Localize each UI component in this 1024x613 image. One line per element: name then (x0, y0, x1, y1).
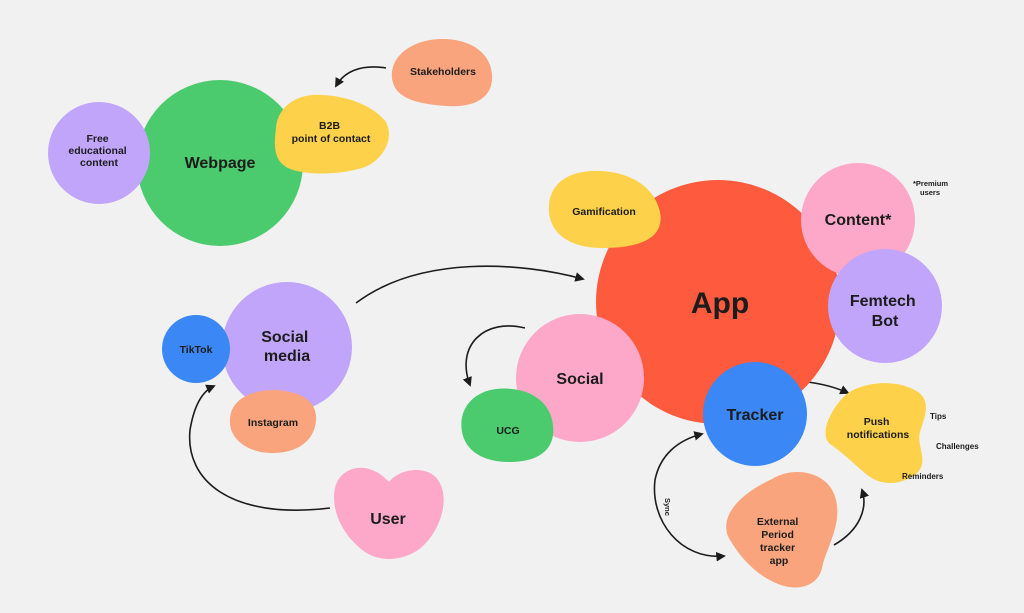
sync-label: Sync (663, 498, 672, 516)
arrow-user-to-social-media (188, 384, 331, 511)
free-content-node (48, 102, 150, 204)
social-media-node (222, 282, 352, 412)
ucg-node (461, 388, 554, 462)
arrow-app-to-push (807, 381, 850, 395)
app-title: App (691, 287, 749, 320)
stakeholders-node (391, 38, 493, 107)
external-tracker-label: External Period tracker app (757, 516, 801, 567)
push-item-challenges: Challenges (936, 442, 979, 451)
arrow-social-to-ucg (462, 325, 526, 387)
instagram-label: Instagram (248, 417, 298, 429)
push-item-tips: Tips (930, 412, 947, 421)
femtech-bot-label: Femtech Bot (850, 293, 920, 330)
push-item-reminders: Reminders (902, 472, 944, 481)
external-tracker-node (726, 472, 838, 588)
arrow-social-media-to-app (355, 265, 585, 304)
content-node (801, 163, 915, 277)
b2b-node (274, 94, 389, 174)
webpage-title: Webpage (185, 155, 256, 172)
user-node (334, 467, 444, 559)
free-content-label: Free educational content (68, 133, 129, 169)
premium-note: *Premium users (913, 179, 950, 197)
tracker-node (703, 362, 807, 466)
user-label: User (370, 511, 406, 528)
gamification-label: Gamification (572, 206, 636, 218)
b2b-label: B2B point of contact (292, 120, 371, 145)
tiktok-node (162, 315, 230, 383)
webpage-node (137, 80, 303, 246)
social-media-title: Social media (261, 329, 313, 365)
tracker-label: Tracker (727, 407, 784, 424)
instagram-node (229, 390, 317, 454)
social-label: Social (556, 371, 603, 388)
content-label: Content* (825, 212, 892, 229)
ucg-label: UCG (496, 425, 519, 437)
app-node (596, 180, 840, 424)
stakeholders-label: Stakeholders (410, 66, 476, 78)
tiktok-label: TikTok (180, 344, 213, 356)
push-notifications-label: Push notifications (847, 416, 910, 441)
arrow-sync-loop (653, 431, 726, 562)
gamification-node (548, 170, 661, 248)
arrow-external-to-push (833, 488, 869, 546)
arrow-stakeholders-to-b2b (335, 66, 387, 88)
femtech-bot-node (828, 249, 942, 363)
push-notifications-node (825, 383, 926, 483)
